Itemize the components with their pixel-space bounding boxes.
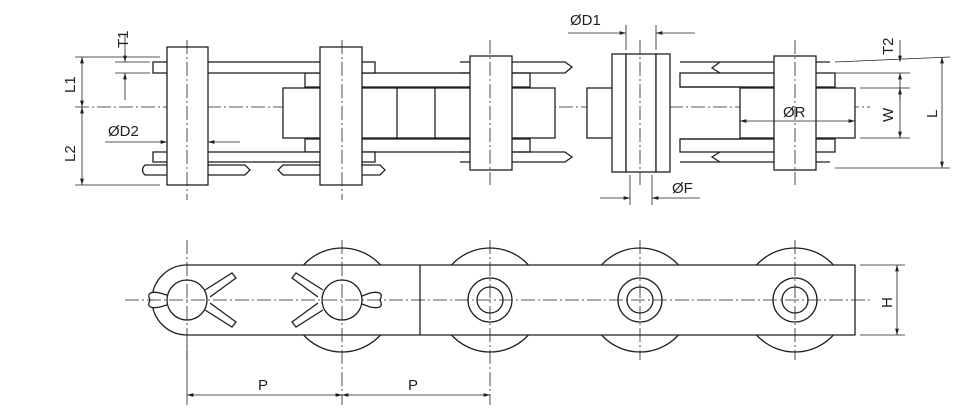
outer-plate-bottom xyxy=(152,151,376,163)
pin-2 xyxy=(319,46,363,186)
pin-1 xyxy=(166,46,209,186)
pin-3 xyxy=(625,53,657,173)
top-view: L1 L2 T1 ØD2 ØD1 ØF ØR T2 W L xyxy=(62,12,951,205)
label-f: ØF xyxy=(672,180,693,197)
side-view: H P P xyxy=(125,240,905,405)
label-p1: P xyxy=(258,377,268,394)
label-r: ØR xyxy=(783,104,806,121)
outer-plate-top xyxy=(152,61,376,74)
label-l2: L2 xyxy=(62,145,79,162)
label-w: W xyxy=(880,107,897,122)
label-d2: ØD2 xyxy=(108,123,139,140)
label-p2: P xyxy=(408,377,418,394)
label-d1: ØD1 xyxy=(570,12,601,29)
label-t1: T1 xyxy=(115,30,132,48)
label-l1: L1 xyxy=(62,76,79,93)
label-l: L xyxy=(924,110,941,118)
label-t2: T2 xyxy=(880,37,897,55)
label-h: H xyxy=(879,297,896,308)
